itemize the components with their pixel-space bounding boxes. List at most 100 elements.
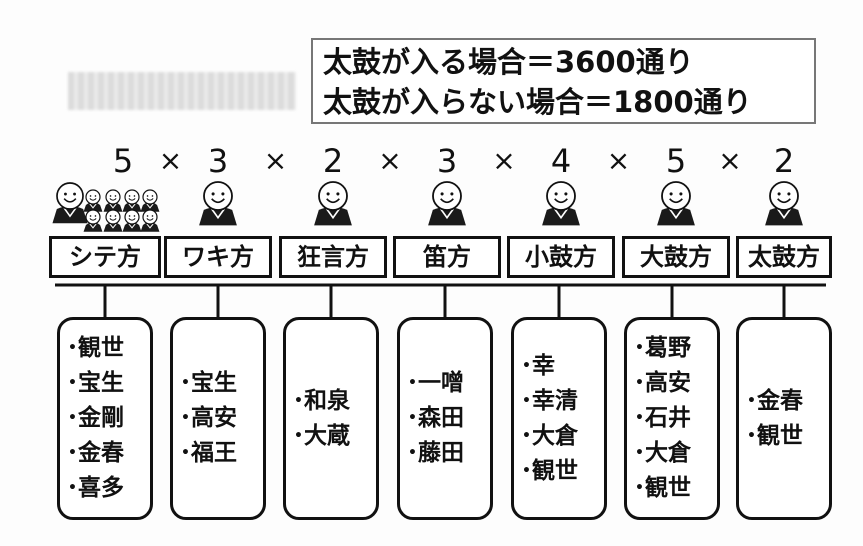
performer-figure-5-smile [554,198,568,204]
bullet-glyph: • [635,410,644,426]
performer-figure-1-small-2-smile [109,198,117,201]
performer-figure-1-small-6-body [103,221,123,232]
school-name: 藤田 [417,440,464,466]
school-name: 高安 [644,370,691,396]
school-name: 大倉 [644,440,691,466]
bullet-glyph: • [181,375,190,391]
bullet-glyph: • [68,480,77,496]
performer-figure-2-collar [211,208,225,220]
performer-figure-2-smile [211,198,225,204]
school-name: 観世 [531,457,578,484]
performer-figure-1-small-4-collar [146,203,154,209]
role-label-2: ワキ方 [164,236,272,278]
performer-figure-1-small-8-smile [146,218,154,221]
performer-figure-3-eye-right [336,192,340,196]
performer-figure-7-eye-right [787,192,791,196]
performer-figure-3-eye-left [326,192,330,196]
performer-figure-4-body [428,206,466,226]
role-label-6: 大鼓方 [622,236,730,278]
school-item: •金春 [747,384,829,419]
school-name: 金春 [756,387,803,414]
performer-figure-1-main-collar [63,207,77,218]
factor-count-4: 3 [436,142,458,180]
performer-figure-3-smile [326,198,340,204]
school-item: •高安 [635,366,717,401]
summary-without-taiko: 太鼓が入らない場合＝1800通り [323,85,752,119]
bullet-glyph: • [68,340,77,356]
performer-figure-1-main-head [56,182,84,210]
school-name: 幸清 [531,387,578,414]
school-name: 金剛 [77,405,124,431]
performer-figure-1-small-3-smile [128,198,136,201]
school-item: •金春 [68,436,150,471]
performer-figure-7-smile [777,198,791,204]
multiply-sign-6: × [718,144,742,177]
school-card-5: •幸•幸清•大倉•観世 [511,317,607,520]
performer-figure-1-small-2-eye-left [109,195,112,197]
role-label-7: 太鼓方 [736,236,832,278]
bullet-glyph: • [294,392,303,409]
multiply-sign-2: × [263,144,288,177]
school-name: 和泉 [303,387,350,414]
multiply-sign-5: × [606,144,631,177]
performer-figure-1-small-6-head [105,209,121,225]
performer-figure-1-small-6-smile [109,218,117,221]
school-item: •幸 [522,349,604,384]
performer-figure-7-head [769,181,799,211]
factor-count-6: 5 [665,142,687,180]
bullet-glyph: • [747,427,756,444]
bullet-glyph: • [747,392,756,409]
performer-figure-1-small-7-head [124,209,140,225]
performer-figure-3-body [314,206,352,226]
bullet-glyph: • [522,357,531,374]
school-item: •一噌 [408,366,490,401]
school-item: •観世 [68,331,150,366]
performer-figure-1-small-5-head [85,209,101,225]
school-name: 高安 [190,405,237,431]
performer-figure-2-eye-left [211,192,215,196]
performer-figure-5-body [542,206,580,226]
school-name: 宝生 [190,370,237,396]
school-name: 森田 [417,405,464,431]
performer-figure-2-head [203,181,233,211]
bullet-glyph: • [522,427,531,444]
performer-figure-2-body [199,206,237,226]
performer-figure-1-small-3-collar [128,203,136,209]
performer-figure-1-main-smile [63,198,77,203]
bullet-glyph: • [635,480,644,496]
school-item: •和泉 [294,384,376,419]
bullet-glyph: • [522,462,531,479]
performer-figure-6-eye-left [669,192,673,196]
performer-figure-1-small-8-collar [146,223,154,229]
school-item: •喜多 [68,471,150,506]
school-name: 金春 [77,440,124,466]
performer-figure-7-body [765,206,803,226]
performer-figure-4-smile [440,198,454,204]
bullet-glyph: • [635,445,644,461]
bullet-glyph: • [408,445,417,461]
performer-figure-1-small-2-head [105,189,121,205]
school-name: 一噌 [417,370,464,396]
performer-figure-5-collar [554,208,568,220]
performer-figure-1-small-3-body [122,201,142,212]
performer-figure-1-small-2-body [103,201,123,212]
school-name: 大蔵 [303,422,350,449]
summary-with-taiko: 太鼓が入る場合＝3600通り [323,45,694,79]
school-card-3: •和泉•大蔵 [283,317,379,520]
performer-figure-4-collar [440,208,454,220]
school-name: 幸 [531,352,555,379]
factor-count-5: 4 [550,142,572,180]
performer-figure-4-eye-left [440,192,444,196]
school-item: •福王 [181,436,263,471]
performer-figure-3-head [318,181,348,211]
performer-figure-1-small-4-eye-left [146,195,149,197]
role-label-3: 狂言方 [279,236,387,278]
performer-figure-1-small-4-eye-right [151,195,154,197]
school-name: 喜多 [77,475,124,501]
performer-figure-1-small-1-body [83,201,103,212]
school-item: •観世 [522,454,604,489]
performer-figure-1-small-1-head [85,189,101,205]
performer-figure-1-small-7-eye-left [128,215,131,217]
role-label-1: シテ方 [49,236,161,278]
